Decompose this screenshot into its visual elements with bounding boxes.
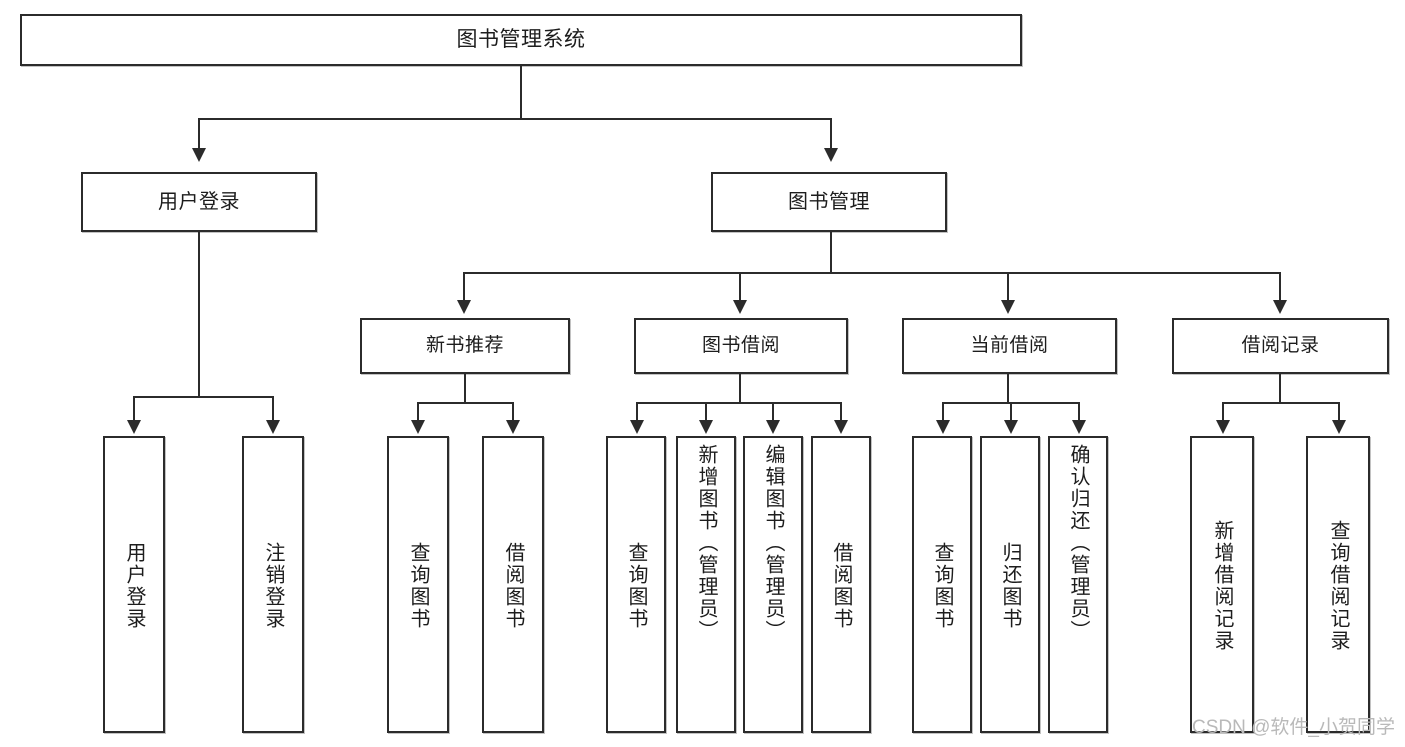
node-label: 查询借阅记录 — [1327, 519, 1349, 652]
connector-new-book-stem — [464, 374, 466, 402]
watermark-text: CSDN @软件_小贺同学 — [1192, 717, 1395, 738]
arrow-to-user-login — [192, 148, 206, 162]
node-label: 查询图书 — [407, 541, 429, 630]
connector-level2-drop-3 — [1007, 272, 1009, 302]
connector-level2-drop-1 — [463, 272, 465, 302]
connector-current-borrow-drop-1 — [942, 402, 944, 422]
leaf-return-book[interactable]: 归还图书 — [980, 436, 1040, 733]
leaf-query-book-recommend[interactable]: 查询图书 — [387, 436, 449, 733]
connector-book-borrow-drop-1 — [636, 402, 638, 422]
node-label: 注销登录 — [262, 541, 284, 630]
node-label: 查询图书 — [931, 541, 953, 630]
arrow-to-leaf-confirm-return — [1072, 420, 1086, 434]
arrow-to-leaf-return-book — [1004, 420, 1018, 434]
arrow-to-leaf-edit-book — [766, 420, 780, 434]
leaf-borrow-book[interactable]: 借阅图书 — [811, 436, 871, 733]
connector-borrow-record-drop-1 — [1222, 402, 1224, 422]
node-user-login[interactable]: 用户登录 — [81, 172, 317, 232]
arrow-to-book-manage — [824, 148, 838, 162]
node-label: 用户登录 — [158, 190, 240, 213]
arrow-to-leaf-query-book-3 — [936, 420, 950, 434]
node-label: 编辑图书（管理员） — [762, 444, 784, 642]
arrow-to-leaf-query-book-1 — [411, 420, 425, 434]
node-borrow-record[interactable]: 借阅记录 — [1172, 318, 1389, 374]
leaf-logout[interactable]: 注销登录 — [242, 436, 304, 733]
arrow-to-leaf-add-book — [699, 420, 713, 434]
node-book-borrow[interactable]: 图书借阅 — [634, 318, 848, 374]
leaf-query-book-borrow[interactable]: 查询图书 — [606, 436, 666, 733]
connector-new-book-drop-2 — [512, 402, 514, 422]
connector-level2-drop-4 — [1279, 272, 1281, 302]
node-new-book-recommend[interactable]: 新书推荐 — [360, 318, 570, 374]
connector-root-stem — [520, 66, 522, 118]
node-root-system[interactable]: 图书管理系统 — [20, 14, 1022, 66]
connector-level1-drop-left — [198, 118, 200, 148]
connector-level1-drop-right — [830, 118, 832, 148]
connector-user-login-drop-1 — [133, 396, 135, 422]
connector-new-book-drop-1 — [417, 402, 419, 422]
leaf-confirm-return-admin[interactable]: 确认归还（管理员） — [1048, 436, 1108, 733]
connector-level1-bus — [198, 118, 832, 120]
leaf-add-borrow-record[interactable]: 新增借阅记录 — [1190, 436, 1254, 733]
node-current-borrow[interactable]: 当前借阅 — [902, 318, 1117, 374]
leaf-query-book-current[interactable]: 查询图书 — [912, 436, 972, 733]
node-label: 新书推荐 — [425, 335, 504, 357]
arrow-to-leaf-borrow-book-1 — [506, 420, 520, 434]
connector-borrow-record-stem — [1279, 374, 1281, 402]
node-label: 新增图书（管理员） — [695, 444, 717, 642]
node-label: 查询图书 — [625, 541, 647, 630]
node-label: 图书借阅 — [701, 335, 780, 357]
connector-current-borrow-drop-3 — [1078, 402, 1080, 422]
node-label: 图书管理系统 — [456, 28, 586, 52]
node-book-manage[interactable]: 图书管理 — [711, 172, 947, 232]
node-label: 图书管理 — [788, 190, 870, 213]
node-label: 新增借阅记录 — [1211, 519, 1233, 652]
connector-borrow-record-bus — [1222, 402, 1340, 404]
arrow-to-current-borrow — [1001, 300, 1015, 314]
connector-current-borrow-stem — [1007, 374, 1009, 402]
connector-book-borrow-drop-2 — [705, 402, 707, 422]
leaf-add-book-admin[interactable]: 新增图书（管理员） — [676, 436, 736, 733]
node-label: 用户登录 — [123, 541, 145, 630]
arrow-to-leaf-user-login — [127, 420, 141, 434]
leaf-edit-book-admin[interactable]: 编辑图书（管理员） — [743, 436, 803, 733]
connector-new-book-bus — [417, 402, 513, 404]
connector-book-borrow-bus — [636, 402, 842, 404]
arrow-to-leaf-query-book-2 — [630, 420, 644, 434]
node-label: 确认归还（管理员） — [1067, 444, 1089, 642]
arrow-to-new-book-recommend — [457, 300, 471, 314]
arrow-to-borrow-record — [1273, 300, 1287, 314]
connector-user-login-bus — [133, 396, 274, 398]
connector-user-login-stem — [198, 232, 200, 396]
arrow-to-leaf-query-record — [1332, 420, 1346, 434]
arrow-to-book-borrow — [733, 300, 747, 314]
node-label: 归还图书 — [999, 541, 1021, 630]
arrow-to-leaf-borrow-book-2 — [834, 420, 848, 434]
node-label: 借阅图书 — [502, 541, 524, 630]
connector-book-borrow-drop-4 — [840, 402, 842, 422]
leaf-user-login[interactable]: 用户登录 — [103, 436, 165, 733]
leaf-query-borrow-record[interactable]: 查询借阅记录 — [1306, 436, 1370, 733]
node-label: 当前借阅 — [970, 335, 1049, 357]
connector-book-borrow-stem — [739, 374, 741, 402]
arrow-to-leaf-add-record — [1216, 420, 1230, 434]
arrow-to-leaf-logout — [266, 420, 280, 434]
connector-level2-drop-2 — [739, 272, 741, 302]
leaf-borrow-book-recommend[interactable]: 借阅图书 — [482, 436, 544, 733]
connector-borrow-record-drop-2 — [1338, 402, 1340, 422]
connector-book-manage-stem — [830, 232, 832, 272]
connector-user-login-drop-2 — [272, 396, 274, 422]
node-label: 借阅记录 — [1241, 335, 1320, 357]
connector-current-borrow-drop-2 — [1010, 402, 1012, 422]
connector-level2-bus — [463, 272, 1281, 274]
connector-book-borrow-drop-3 — [772, 402, 774, 422]
node-label: 借阅图书 — [830, 541, 852, 630]
